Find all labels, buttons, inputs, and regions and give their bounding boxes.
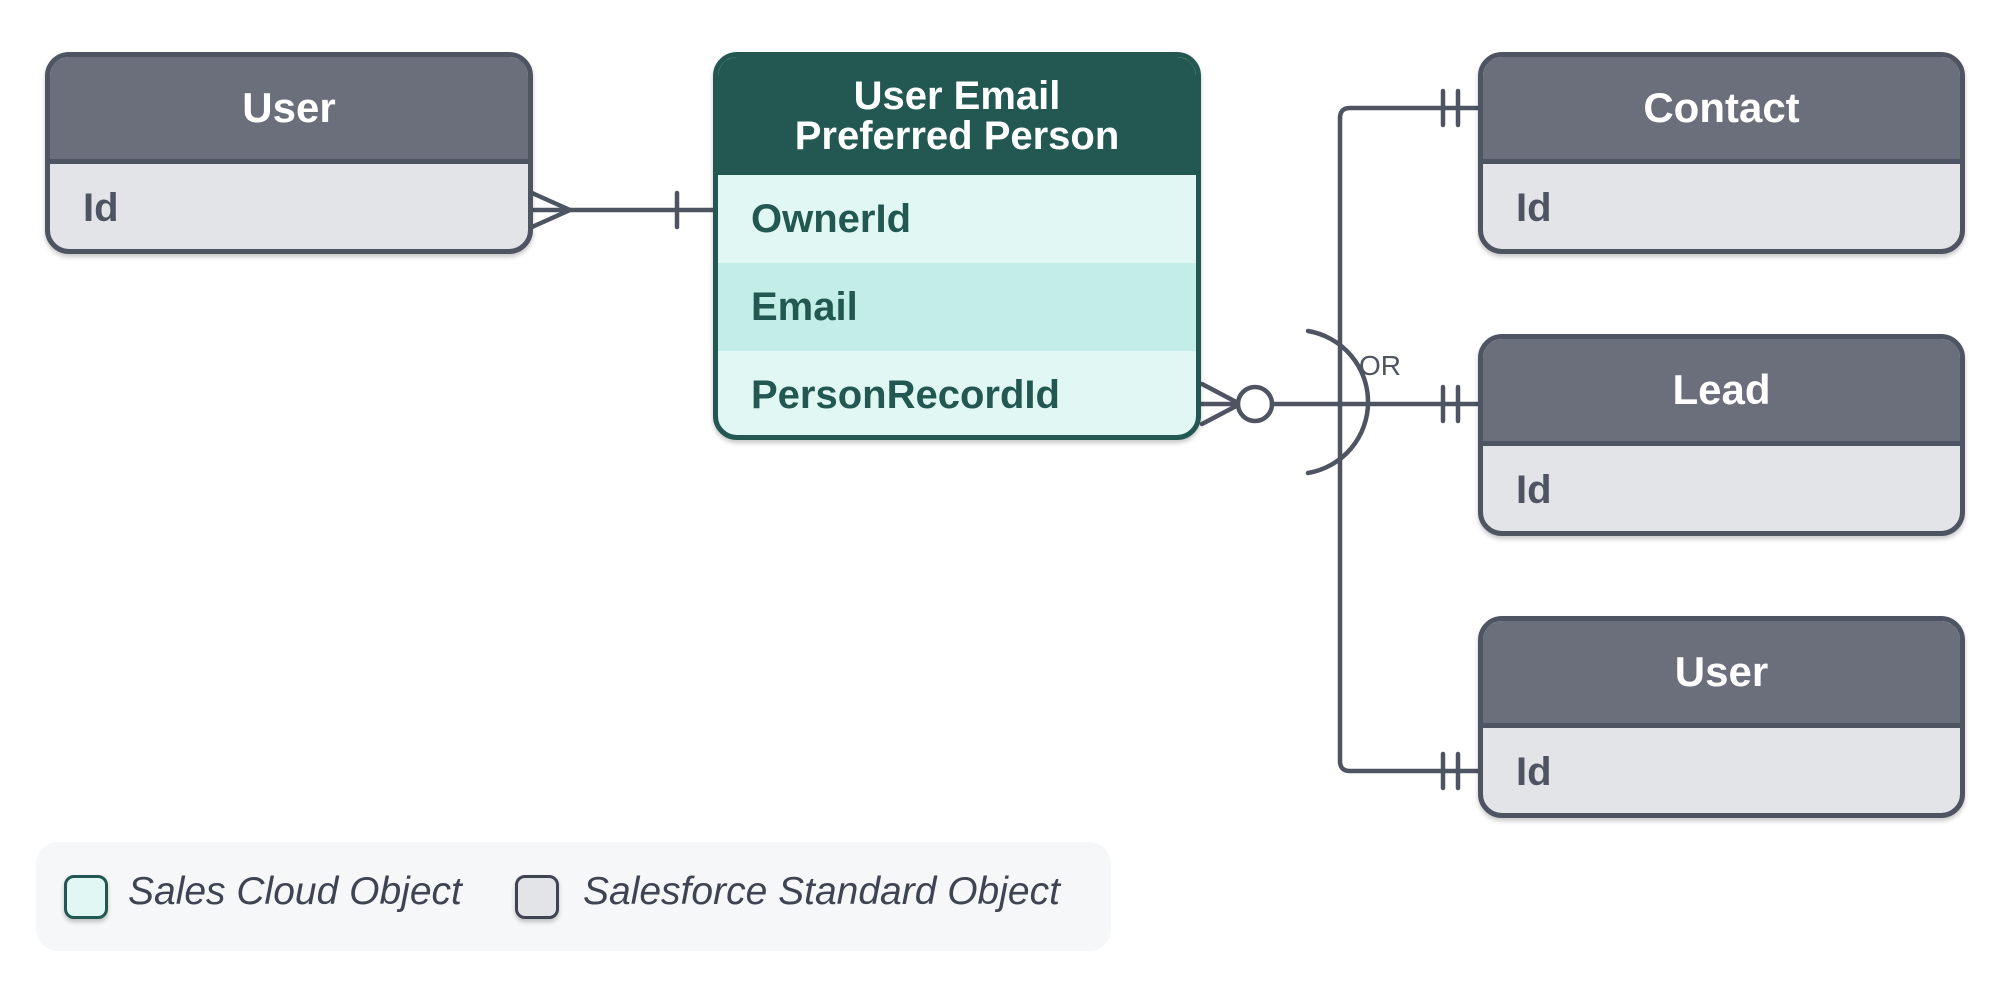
double-bar-icon <box>1440 751 1461 791</box>
user-email-preferred-person-entity[interactable]: User Email Preferred Person OwnerId Emai… <box>713 52 1201 440</box>
double-bar-icon <box>1440 384 1461 424</box>
field-id: Id <box>83 186 119 230</box>
standard-object-swatch <box>515 875 559 919</box>
field-owner-id: OwnerId <box>751 196 912 241</box>
entity-title-line2: Preferred Person <box>794 114 1120 158</box>
entity-title: User Email Preferred Person <box>718 57 1196 175</box>
field-person-record-id: PersonRecordId <box>751 372 1060 417</box>
entity-title-line1: User Email <box>853 74 1061 118</box>
field-email: Email <box>718 263 1196 351</box>
user-entity-left[interactable]: User Id <box>45 52 533 254</box>
legend-sales-cloud-label: Sales Cloud Object <box>128 870 462 913</box>
lead-entity[interactable]: Lead Id <box>1478 334 1965 536</box>
sales-cloud-swatch <box>64 875 108 919</box>
zero-circle-icon <box>1235 384 1275 424</box>
or-arc <box>1305 328 1371 476</box>
or-label: OR <box>1359 350 1401 381</box>
legend: Sales Cloud Object Salesforce Standard O… <box>36 842 1111 951</box>
crowfoot-many-icon <box>529 190 573 230</box>
polymorphic-bus-line <box>1337 115 1483 774</box>
entity-title: User <box>1483 621 1960 728</box>
user-entity-right[interactable]: User Id <box>1478 616 1965 818</box>
double-bar-icon <box>1440 88 1461 128</box>
legend-standard-label: Salesforce Standard Object <box>583 870 1060 913</box>
contact-entity[interactable]: Contact Id <box>1478 52 1965 254</box>
entity-title: User <box>50 57 528 164</box>
entity-title: Contact <box>1483 57 1960 164</box>
field-id: Id <box>1516 468 1552 512</box>
field-id: Id <box>1516 186 1552 230</box>
field-id: Id <box>1516 750 1552 794</box>
entity-title: Lead <box>1483 339 1960 446</box>
